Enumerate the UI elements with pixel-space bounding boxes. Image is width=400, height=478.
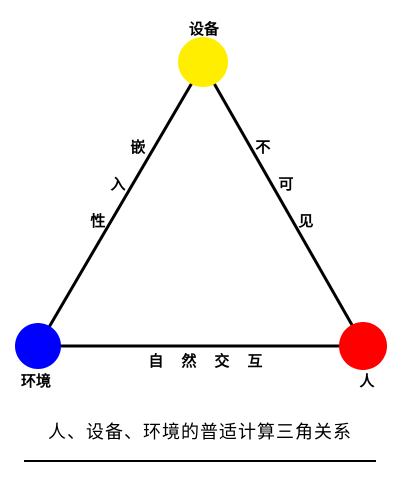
edge-line-right [201,63,366,347]
diagram-caption: 人、设备、环境的普适计算三角关系 [48,422,352,443]
edge-char-bottom-2: 然 [181,352,196,370]
node-circle-environment [15,323,61,369]
edge-char-right-1: 不 [255,138,270,156]
node-label-device: 设备 [189,20,220,38]
node-circle-device [178,37,228,87]
node-label-person: 人 [359,372,375,390]
node-circle-person [339,322,387,370]
edge-line-left [36,63,205,347]
edge-char-right-3: 见 [298,212,313,230]
edge-char-bottom-3: 交 [214,352,229,370]
edge-char-left-1: 嵌 [130,138,145,156]
edge-char-bottom-4: 互 [247,352,262,370]
edge-char-left-3: 性 [90,212,105,230]
edge-char-right-2: 可 [278,175,293,193]
edge-char-bottom-1: 自 [148,352,163,370]
edge-char-left-2: 入 [110,175,125,193]
node-label-environment: 环境 [21,372,51,390]
caption-underline [24,460,376,462]
